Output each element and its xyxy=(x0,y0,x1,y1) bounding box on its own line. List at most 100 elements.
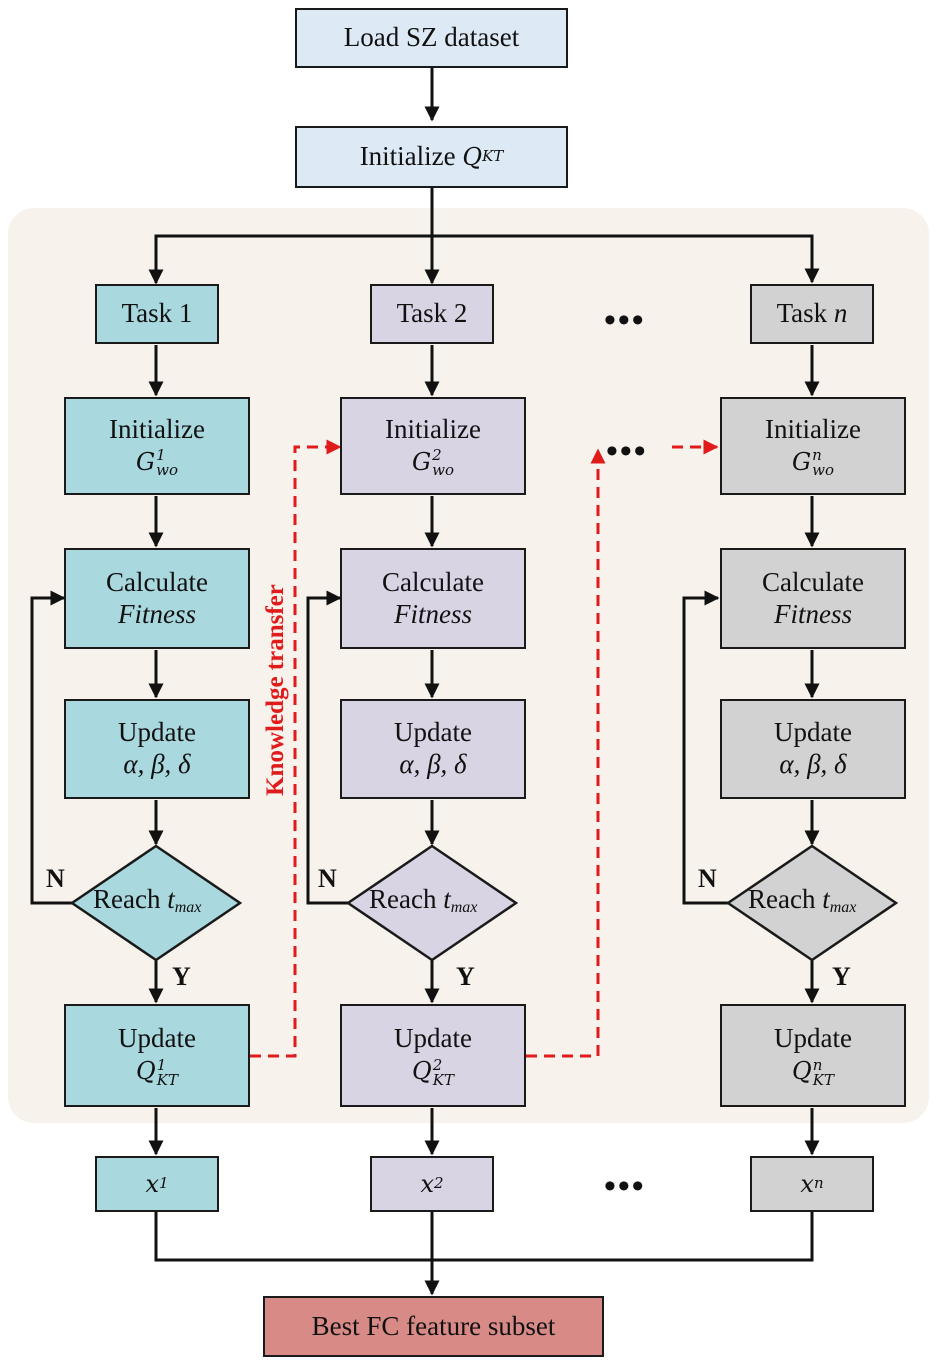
task1-q-sub: KT xyxy=(156,1070,178,1089)
task1-x-symbol: x xyxy=(145,1169,159,1198)
decision-diamond-task2 xyxy=(345,844,519,962)
task1-params: α, β, δ xyxy=(123,749,191,779)
task2-fitness-label: Fitness xyxy=(394,598,472,629)
task2-update-q-label: Update xyxy=(394,1023,472,1054)
taskn-no-label: N xyxy=(698,864,717,893)
task1-q-symbol: Q xyxy=(136,1057,156,1086)
taskn-g-sub: wo xyxy=(812,461,835,480)
load-dataset-label: Load SZ dataset xyxy=(343,22,520,53)
task2-reach-label: Reach tmax xyxy=(369,884,477,917)
taskn-update-label: Update xyxy=(774,717,852,748)
ellipsis-tasks: ••• xyxy=(604,302,646,339)
task1-g-sup: 1 xyxy=(156,446,166,465)
task1-yes-label: Y xyxy=(172,962,191,991)
task2-box: Task 2 xyxy=(370,284,494,344)
taskn-fitness-label: Fitness xyxy=(774,598,852,629)
taskn-g-sup: n xyxy=(812,446,822,465)
taskn-q-sup: n xyxy=(812,1055,823,1074)
task1-q-sup: 1 xyxy=(156,1055,167,1074)
task1-no-label: N xyxy=(46,864,65,893)
task2-calculate-box: Calculate Fitness xyxy=(340,548,526,649)
task2-x-symbol: x xyxy=(420,1169,434,1198)
taskn-reach-label: Reach tmax xyxy=(748,884,856,917)
knowledge-transfer-label: Knowledge transfer xyxy=(262,584,289,796)
ellipsis-outputs: ••• xyxy=(604,1168,646,1205)
taskn-params: α, β, δ xyxy=(779,749,847,779)
decision-diamond-task1 xyxy=(69,844,243,962)
taskn-x-sub: n xyxy=(813,1174,824,1193)
task1-reach-text: Reach xyxy=(93,884,161,914)
best-subset-label: Best FC feature subset xyxy=(311,1310,556,1341)
task1-initialize-label: Initialize xyxy=(109,413,205,444)
transfer-1-2 xyxy=(250,439,342,1058)
task1-t-sub: max xyxy=(174,899,202,916)
task1-calculate-label: Calculate xyxy=(106,566,208,597)
ellipsis-transfer: ••• xyxy=(606,433,648,470)
task2-calculate-label: Calculate xyxy=(382,566,484,597)
taskn-yes-label: Y xyxy=(832,962,851,991)
task2-g-symbol: G xyxy=(411,447,432,476)
qkt-symbol: Q xyxy=(462,142,483,171)
task1-g-symbol: G xyxy=(135,447,156,476)
taskn-update-box: Update α, β, δ xyxy=(720,699,906,799)
task2-t-symbol: t xyxy=(443,884,451,914)
task2-params: α, β, δ xyxy=(399,749,467,779)
task1-update-q-label: Update xyxy=(118,1023,196,1054)
qkt-subscript: KT xyxy=(482,147,504,166)
taskn-calculate-box: Calculate Fitness xyxy=(720,548,906,649)
load-dataset-box: Load SZ dataset xyxy=(295,8,568,68)
taskn-label: Task xyxy=(776,298,828,329)
cn-loop xyxy=(682,590,728,905)
task2-label: Task 2 xyxy=(396,298,468,329)
taskn-calculate-label: Calculate xyxy=(762,566,864,597)
task2-update-label: Update xyxy=(394,717,472,748)
initialize-qkt-label: Initialize xyxy=(359,141,456,172)
taskn-g-symbol: G xyxy=(791,447,812,476)
multitask-panel xyxy=(8,208,929,1123)
taskn-update-q-label: Update xyxy=(774,1023,852,1054)
task2-x-sub: 2 xyxy=(434,1174,444,1193)
taskn-q-sub: KT xyxy=(812,1070,834,1089)
task1-box: Task 1 xyxy=(95,284,219,344)
c1-loop xyxy=(30,590,72,905)
task2-g-sup: 2 xyxy=(432,446,442,465)
taskn-initialize-label: Initialize xyxy=(765,413,861,444)
task1-t-symbol: t xyxy=(167,884,175,914)
decision-diamond-taskn xyxy=(725,844,899,962)
task2-t-sub: max xyxy=(450,899,478,916)
task2-q-sup: 2 xyxy=(432,1055,443,1074)
task1-update-box: Update α, β, δ xyxy=(64,699,250,799)
task2-q-sub: KT xyxy=(432,1070,454,1089)
task1-update-label: Update xyxy=(118,717,196,748)
task2-no-label: N xyxy=(318,864,337,893)
task1-reach-label: Reach tmax xyxy=(93,884,201,917)
taskn-var: n xyxy=(833,298,848,329)
taskn-t-sub: max xyxy=(829,899,857,916)
transfer-2-n xyxy=(526,448,606,1058)
task1-g-sub: wo xyxy=(156,461,179,480)
task2-yes-label: Y xyxy=(456,962,475,991)
task2-reach-text: Reach xyxy=(369,884,437,914)
task2-update-box: Update α, β, δ xyxy=(340,699,526,799)
taskn-q-symbol: Q xyxy=(792,1057,812,1086)
c2-loop xyxy=(306,590,348,905)
merge-bar xyxy=(154,1212,814,1262)
task2-initialize-label: Initialize xyxy=(385,413,481,444)
task1-calculate-box: Calculate Fitness xyxy=(64,548,250,649)
split-bar xyxy=(154,234,820,284)
taskn-reach-text: Reach xyxy=(748,884,816,914)
task1-x-sub: 1 xyxy=(159,1174,169,1193)
task2-q-symbol: Q xyxy=(412,1057,432,1086)
